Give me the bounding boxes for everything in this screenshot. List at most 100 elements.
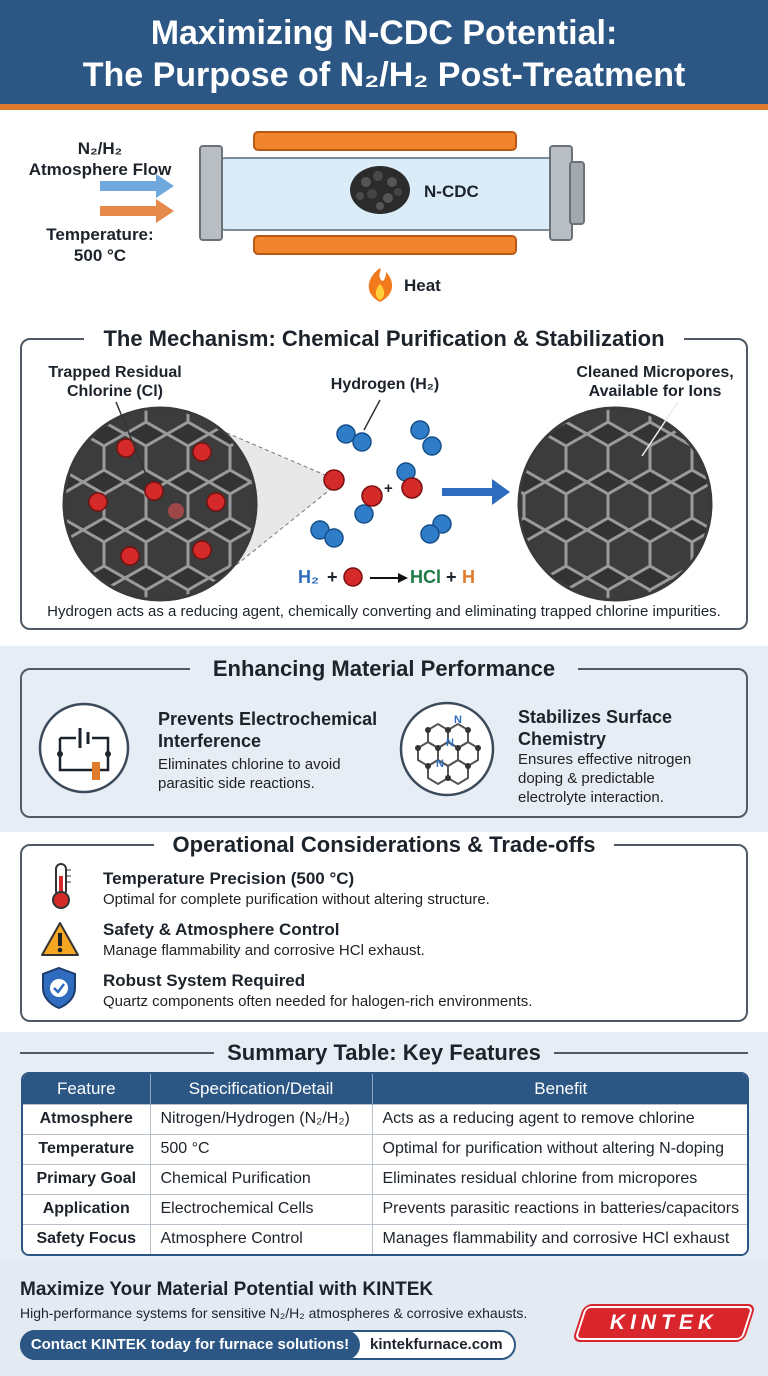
top-heater <box>253 131 517 151</box>
tube-furnace-diagram <box>100 131 585 302</box>
performance-item-2-title-line2: Chemistry <box>518 729 607 749</box>
table-cell: Safety Focus <box>23 1223 151 1254</box>
operational-panel <box>20 844 748 1022</box>
table-cell: Prevents parasitic reactions in batterie… <box>372 1193 747 1224</box>
operational-item-1-title: Temperature Precision (500 °C) <box>103 869 355 888</box>
temperature-label-line1: Temperature: <box>46 225 154 244</box>
mechanism-caption: Hydrogen acts as a reducing agent, chemi… <box>47 603 721 620</box>
reaction-plus-sign: + <box>384 480 393 497</box>
temperature-label: Temperature: 500 °C <box>20 224 180 266</box>
heat-label: Heat <box>404 276 441 295</box>
performance-item-2-desc-line1: Ensures effective nitrogen <box>518 751 692 768</box>
performance-item-2-desc-line3: electrolyte interaction. <box>518 789 664 806</box>
summary-table-header-row: Feature Specification/Detail Benefit <box>23 1074 747 1104</box>
right-end-cap <box>549 145 573 241</box>
nitrogen-lattice-icon <box>399 701 495 797</box>
micropores-label: Cleaned Micropores, Available for Ions <box>570 363 740 401</box>
table-row: Temperature 500 °C Optimal for purificat… <box>23 1133 747 1164</box>
flow-label-line2: Atmosphere Flow <box>28 160 172 179</box>
lattice-nitrogen-label-3: N <box>436 758 444 770</box>
table-cell: Optimal for purification without alterin… <box>372 1133 747 1164</box>
column-header-feature: Feature <box>23 1074 151 1104</box>
hydrogen-molecules <box>310 420 452 548</box>
performance-item-1-title: Prevents Electrochemical Interference <box>158 708 388 752</box>
sample-label: N-CDC <box>424 182 479 201</box>
flow-label: N₂/H₂ Atmosphere Flow <box>10 138 190 180</box>
table-cell: Atmosphere <box>23 1103 151 1134</box>
footer-subline: High-performance systems for sensitive N… <box>20 1305 528 1321</box>
table-row: Atmosphere Nitrogen/Hydrogen (N₂/H₂) Act… <box>23 1103 747 1134</box>
equation-plus-2: + <box>446 567 457 587</box>
freed-chlorine-atoms <box>323 469 423 507</box>
operational-title: Operational Considerations & Trade-offs <box>154 832 614 858</box>
process-arrow <box>442 479 510 505</box>
page-header: Maximizing N-CDC Potential: The Purpose … <box>0 0 768 110</box>
equation-chlorine-atom <box>343 567 363 587</box>
equation-h: H <box>462 567 475 587</box>
performance-item-2-title: Stabilizes Surface Chemistry <box>518 706 738 750</box>
column-header-specification: Specification/Detail <box>150 1074 373 1104</box>
ncdc-sample <box>350 166 410 214</box>
performance-item-1-title-line2: Interference <box>158 731 262 751</box>
chlorine-label: Trapped Residual Chlorine (Cl) <box>30 363 200 401</box>
flame-icon <box>368 268 393 302</box>
page-title-line1: Maximizing N-CDC Potential: <box>150 14 618 52</box>
micropores-pointer <box>641 401 679 457</box>
table-cell: Acts as a reducing agent to remove chlor… <box>372 1103 747 1134</box>
heat-flow-arrow <box>100 199 174 223</box>
operational-item-1-desc: Optimal for complete purification withou… <box>103 891 490 908</box>
performance-title: Enhancing Material Performance <box>190 656 578 682</box>
performance-item-2-title-line1: Stabilizes Surface <box>518 707 673 727</box>
chlorine-label-line2: Chlorine (Cl) <box>67 383 163 400</box>
table-cell: Application <box>23 1193 151 1224</box>
table-cell: Chemical Purification <box>150 1163 373 1194</box>
table-cell: Nitrogen/Hydrogen (N₂/H₂) <box>150 1103 373 1134</box>
performance-item-2-desc-line2: doping & predictable <box>518 770 655 787</box>
table-cell: 500 °C <box>150 1133 373 1164</box>
table-cell: Electrochemical Cells <box>150 1193 373 1224</box>
circuit-icon <box>38 702 130 794</box>
table-row: Application Electrochemical Cells Preven… <box>23 1193 747 1224</box>
bottom-heater <box>253 235 517 255</box>
reaction-arrow <box>370 573 408 583</box>
operational-item-3-desc: Quartz components often needed for halog… <box>103 993 533 1010</box>
mechanism-title: The Mechanism: Chemical Purification & S… <box>84 326 684 352</box>
footer-headline: Maximize Your Material Potential with KI… <box>20 1279 434 1300</box>
summary-table: Feature Specification/Detail Benefit Atm… <box>23 1074 747 1254</box>
table-cell: Eliminates residual chlorine from microp… <box>372 1163 747 1194</box>
website-link[interactable]: kintekfurnace.com <box>370 1336 503 1353</box>
equation-h2: H₂ <box>298 567 319 587</box>
micropores-label-line2: Available for Ions <box>588 383 722 400</box>
flow-label-line1: N₂/H₂ <box>77 139 123 158</box>
summary-table-wrapper: Feature Specification/Detail Benefit Atm… <box>21 1072 749 1256</box>
table-row: Safety Focus Atmosphere Control Manages … <box>23 1223 747 1254</box>
page-title-line2: The Purpose of N₂/H₂ Post-Treatment <box>82 56 686 94</box>
chlorine-pointer <box>115 401 151 485</box>
table-cell: Temperature <box>23 1133 151 1164</box>
operational-item-2-title: Safety & Atmosphere Control <box>103 920 340 939</box>
hydrogen-pointer <box>363 399 381 431</box>
table-cell: Primary Goal <box>23 1163 151 1194</box>
gas-flow-arrow <box>100 174 174 198</box>
operational-item-3-title: Robust System Required <box>103 971 306 990</box>
shield-check-icon <box>42 966 76 1010</box>
performance-item-2-desc: Ensures effective nitrogen doping & pred… <box>518 750 744 807</box>
performance-item-1-desc-line1: Eliminates chlorine to avoid <box>158 756 341 773</box>
thermometer-icon <box>52 863 71 909</box>
hydrogen-label: Hydrogen (H₂) <box>330 376 440 393</box>
micropores-label-line1: Cleaned Micropores, <box>576 364 734 381</box>
kintek-logo-text: KINTEK <box>609 1311 719 1334</box>
lattice-nitrogen-label-2: N <box>446 737 454 749</box>
summary-title: Summary Table: Key Features <box>214 1040 554 1066</box>
temperature-label-line2: 500 °C <box>73 246 127 265</box>
equation-hcl: HCl <box>410 567 441 587</box>
table-cell: Manages flammability and corrosive HCl e… <box>372 1223 747 1254</box>
contact-button[interactable]: Contact KINTEK today for furnace solutio… <box>20 1330 360 1360</box>
warning-icon <box>41 922 79 956</box>
performance-item-1-title-line1: Prevents Electrochemical <box>158 709 378 729</box>
left-end-cap <box>199 145 223 241</box>
clean-carbon-lattice <box>517 406 713 602</box>
column-header-benefit: Benefit <box>372 1074 747 1104</box>
lattice-nitrogen-label-1: N <box>454 714 462 726</box>
performance-item-1-desc: Eliminates chlorine to avoid parasitic s… <box>158 755 388 793</box>
